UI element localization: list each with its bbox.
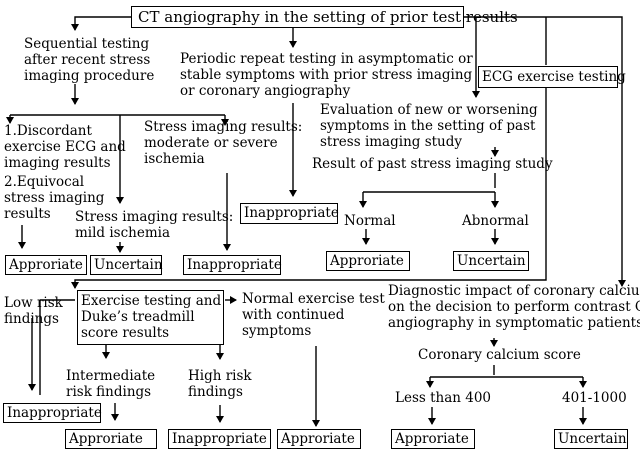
evaluation-normal-label: Normal: [344, 213, 396, 229]
evaluation-heading-line-1: Evaluation of new or worsening: [320, 102, 538, 118]
discordant-line-2: exercise ECG and: [4, 139, 126, 155]
calcium-heading-line-2: on the decision to perform contrast CT: [388, 299, 640, 315]
mild-line-1: Stress imaging results:: [75, 209, 234, 225]
discordant-line-6: results: [4, 206, 51, 222]
duke-line-2: Duke’s treadmill: [81, 309, 195, 325]
calcium-score: Coronary calcium score: [418, 347, 581, 363]
evaluation-abnormal-label: Abnormal: [462, 213, 529, 229]
high-risk-line-1: High risk: [188, 368, 252, 384]
evaluation-heading-line-3: stress imaging study: [320, 134, 463, 150]
calcium-heading-line-3: angiography in symptomatic patients: [388, 315, 640, 331]
normal-exercise-result: Approriate: [277, 429, 361, 449]
discordant-line-3: imaging results: [4, 155, 111, 171]
discordant-result: Approriate: [5, 255, 87, 275]
sequential-heading-line-3: imaging procedure: [24, 68, 155, 84]
calcium-heading-line-1: Diagnostic impact of coronary calcium: [388, 283, 640, 299]
duke-line-1: Exercise testing and: [81, 293, 222, 309]
evaluation-normal-result: Approriate: [326, 251, 410, 271]
low-risk-result: Inappropriate: [3, 403, 102, 423]
discordant-line-4: 2.Equivocal: [4, 174, 85, 190]
periodic-result: Inappropriate: [240, 203, 339, 224]
evaluation-heading-line-2: symptoms in the setting of past: [320, 118, 536, 134]
ecg-exercise-testing-box: ECG exercise testing: [478, 66, 626, 88]
intermediate-line-1: Intermediate: [66, 368, 156, 384]
calcium-less-result: Approriate: [391, 429, 475, 449]
discordant-line-1: 1.Discordant: [4, 123, 92, 139]
periodic-heading-line-1: Periodic repeat testing in asymptomatic …: [180, 51, 473, 67]
mild-line-2: mild ischemia: [75, 225, 171, 241]
diagram-title: CT angiography in the setting of prior t…: [131, 6, 518, 28]
duke-line-3: score results: [81, 325, 170, 341]
normal-exercise-line-3: symptoms: [242, 323, 312, 339]
periodic-heading-line-2: stable symptoms with prior stress imagin…: [180, 67, 473, 83]
duke-box: Exercise testing and Duke’s treadmill sc…: [77, 290, 224, 345]
discordant-line-5: stress imaging: [4, 190, 105, 206]
calcium-less-label: Less than 400: [395, 390, 492, 406]
low-risk-line-1: Low risk: [4, 295, 63, 311]
moderate-line-1: Stress imaging results:: [144, 119, 303, 135]
evaluation-sub: Result of past stress imaging study: [312, 156, 553, 172]
normal-exercise-line-2: with continued: [242, 307, 345, 323]
evaluation-abnormal-result: Uncertain: [453, 251, 529, 271]
moderate-result: Inappropriate: [183, 255, 282, 275]
intermediate-result: Approriate: [65, 429, 157, 449]
sequential-heading-line-1: Sequential testing: [24, 36, 150, 52]
moderate-line-2: moderate or severe: [144, 135, 278, 151]
moderate-line-3: ischemia: [144, 151, 205, 167]
periodic-heading-line-3: or coronary angiography: [180, 83, 351, 99]
low-risk-line-2: findings: [4, 311, 59, 327]
intermediate-line-2: risk findings: [66, 384, 152, 400]
sequential-heading-line-2: after recent stress: [24, 52, 151, 68]
high-risk-result: Inappropriate: [168, 429, 271, 449]
mild-result: Uncertain: [90, 255, 163, 275]
calcium-mid-label: 401-1000: [562, 390, 627, 406]
normal-exercise-line-1: Normal exercise test: [242, 291, 385, 307]
high-risk-line-2: findings: [188, 384, 243, 400]
calcium-mid-result: Uncertain: [554, 429, 628, 449]
